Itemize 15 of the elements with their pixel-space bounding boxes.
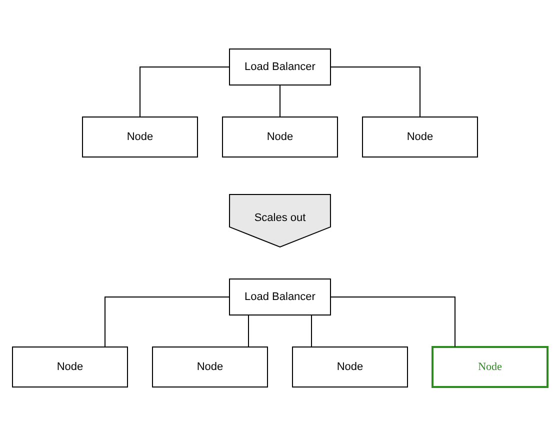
connector bbox=[330, 66, 420, 117]
node-box: Node bbox=[362, 116, 478, 157]
node-box: Load Balancer bbox=[229, 278, 331, 315]
node-box: Node bbox=[432, 346, 548, 388]
node-box: Node bbox=[292, 346, 408, 387]
node-box: Node bbox=[222, 116, 338, 157]
node-box: Node bbox=[82, 116, 198, 157]
connector bbox=[330, 296, 456, 347]
connector bbox=[140, 66, 230, 117]
node-box: Load Balancer bbox=[229, 48, 331, 85]
connector bbox=[311, 314, 312, 347]
connector bbox=[248, 314, 249, 347]
node-box: Node bbox=[12, 346, 128, 387]
connector bbox=[104, 296, 230, 347]
node-box: Node bbox=[152, 346, 268, 387]
